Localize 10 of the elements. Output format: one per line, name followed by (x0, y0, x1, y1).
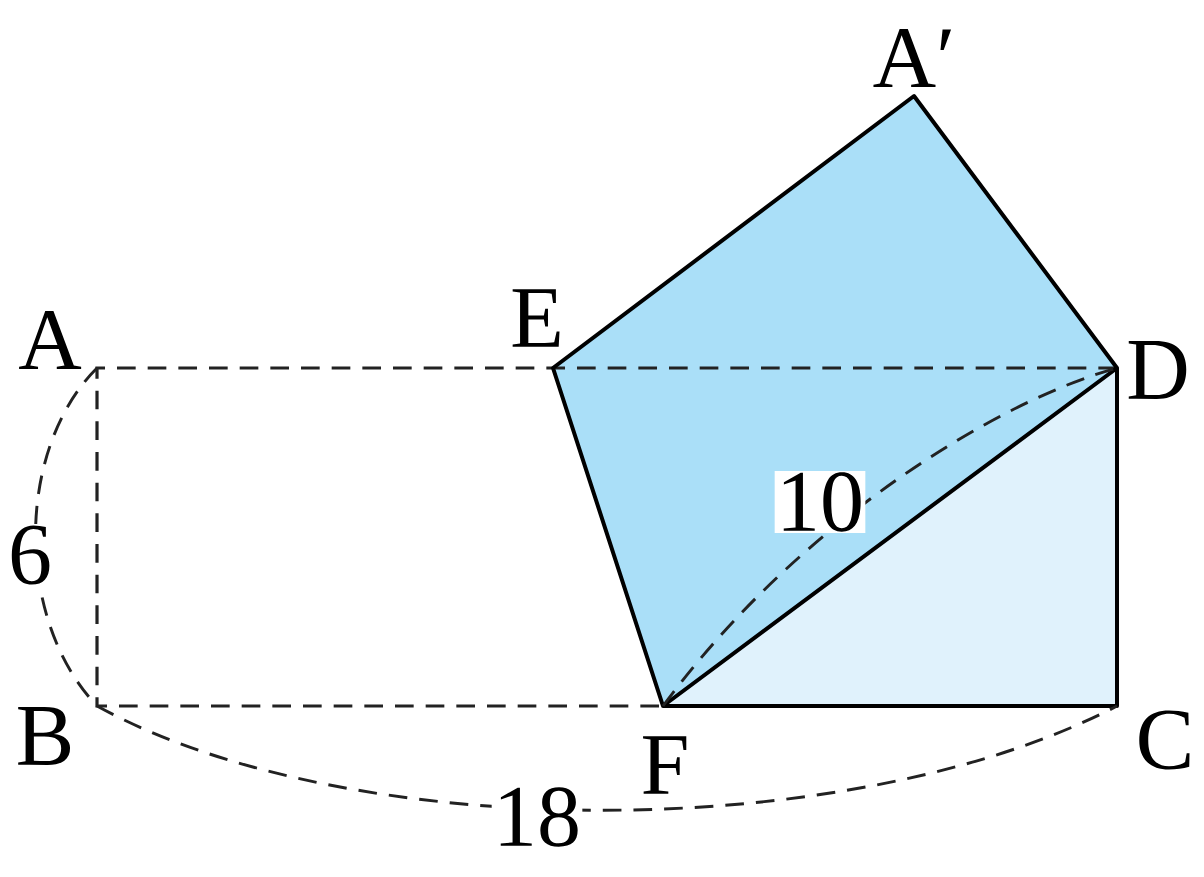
point-label: A (16, 309, 84, 371)
dimension-label: 6 (6, 524, 54, 586)
point-label: F (639, 734, 691, 796)
dimension-label: 10 (774, 470, 866, 533)
point-label: A′ (871, 27, 957, 89)
dimension-label: 18 (491, 785, 583, 848)
point-label: D (1124, 339, 1192, 401)
point-label: C (1134, 709, 1196, 771)
point-label: E (508, 287, 566, 349)
point-label: B (14, 705, 76, 767)
